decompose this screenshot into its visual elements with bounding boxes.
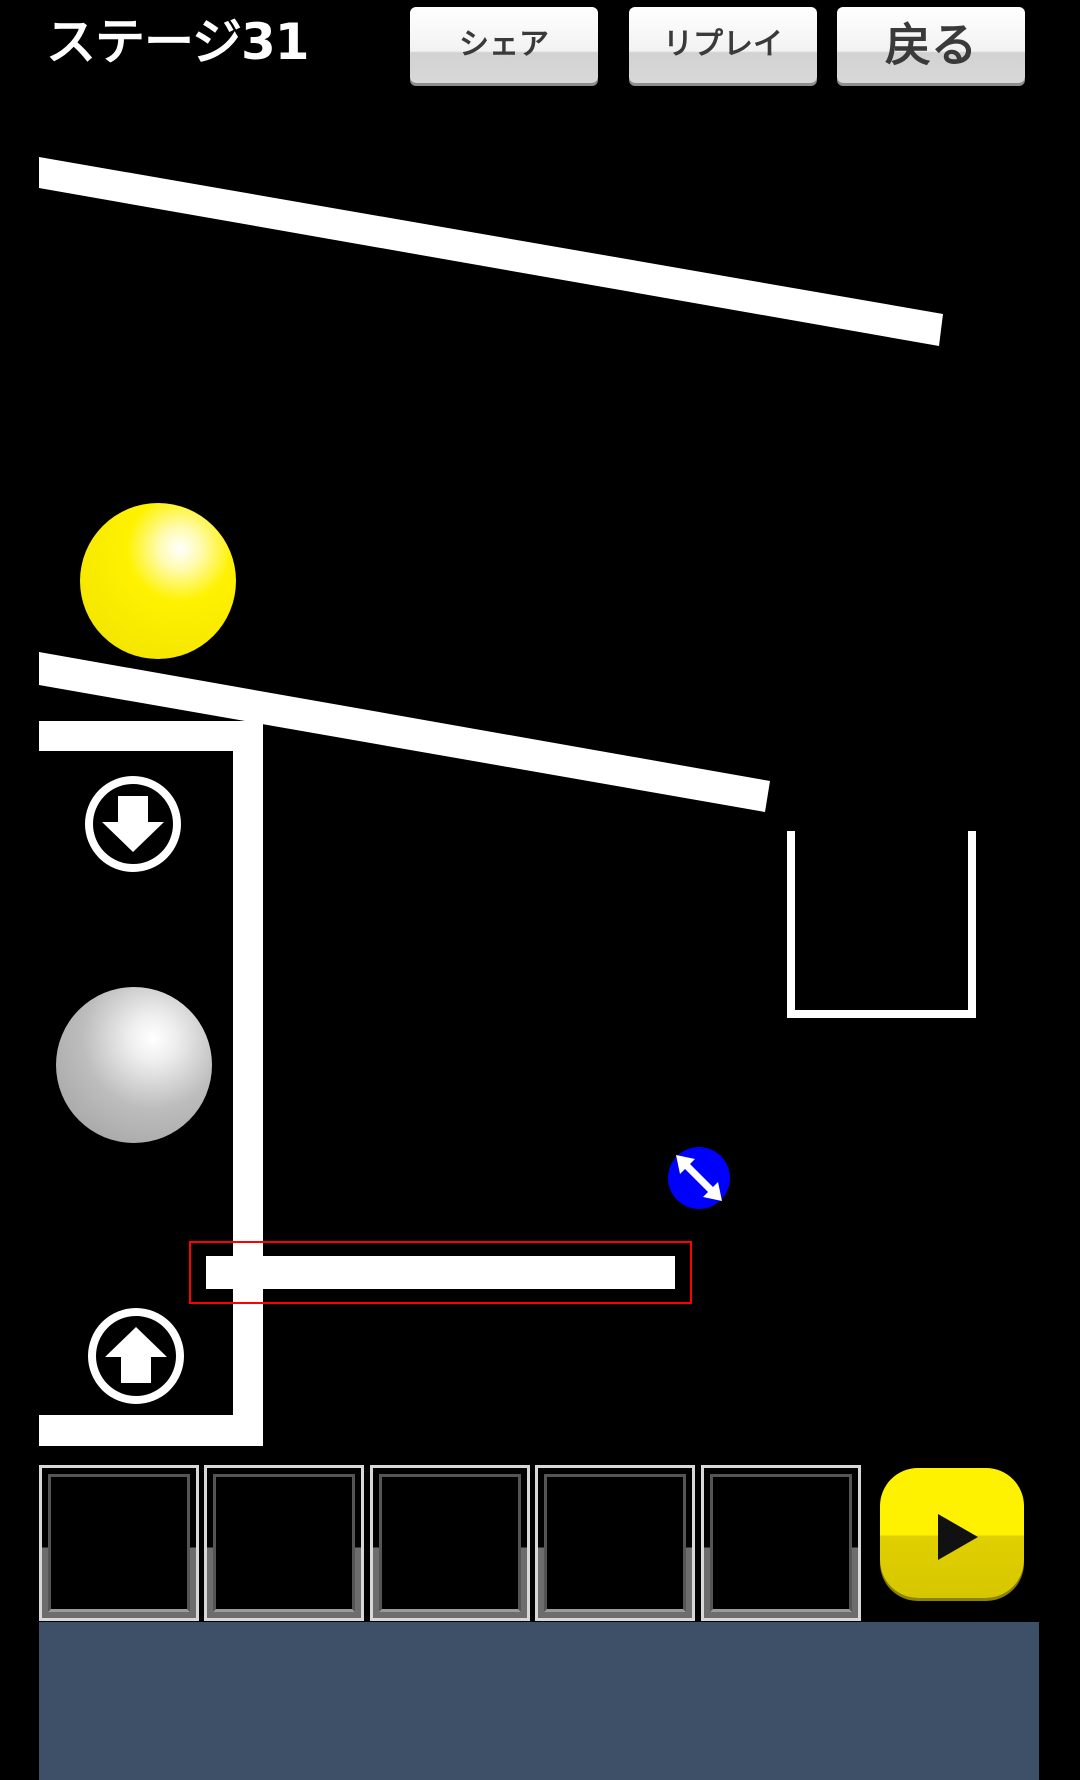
inventory-slot-3[interactable] [370,1465,530,1621]
play-button[interactable] [880,1468,1024,1598]
inventory-slot-4[interactable] [535,1465,695,1621]
arrow-down-icon[interactable] [85,776,181,872]
replay-button[interactable]: リプレイ [629,7,817,83]
inventory-slot-1[interactable] [39,1465,199,1621]
stage-title: ステージ31 [46,13,310,71]
back-button[interactable]: 戻る [837,7,1025,83]
inventory-slot-2[interactable] [204,1465,364,1621]
resize-handle-icon[interactable] [668,1147,730,1209]
arrow-up-icon[interactable] [88,1308,184,1404]
ramp-top[interactable] [39,157,943,346]
bottom-panel [39,1622,1039,1780]
share-button[interactable]: シェア [410,7,598,83]
selection-box [189,1241,692,1304]
play-icon [938,1514,978,1560]
inventory-slot-5[interactable] [701,1465,861,1621]
bar-selected[interactable] [206,1256,675,1289]
wall-left-bracket[interactable] [39,721,263,1446]
yellow-ball[interactable] [80,503,236,659]
gray-ball[interactable] [56,987,212,1143]
ramp-middle[interactable] [39,652,770,812]
cup-goal [787,831,976,1018]
playfield[interactable] [0,0,1080,1460]
